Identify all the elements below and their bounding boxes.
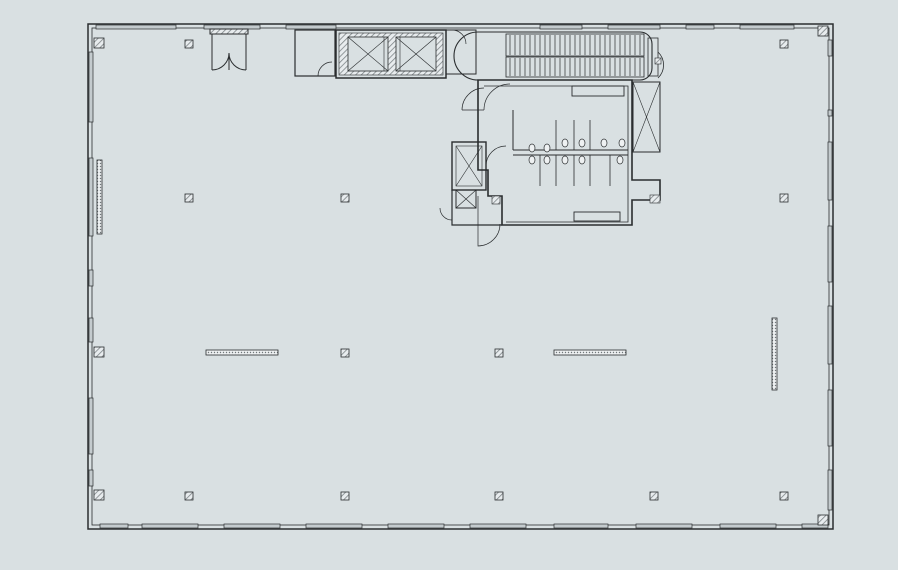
window-segment <box>685 24 715 30</box>
square-column-icon <box>340 193 350 203</box>
exterior-wall <box>87 23 834 530</box>
window-segment <box>88 469 94 487</box>
square-column-icon <box>184 193 194 203</box>
window-segment <box>827 141 833 201</box>
toilet-icon <box>543 143 551 153</box>
toilet-icon <box>528 143 536 153</box>
window-segment <box>88 157 94 237</box>
toilet-fixtures <box>528 138 626 165</box>
square-column-icon <box>779 39 789 49</box>
window-segment <box>719 523 777 529</box>
toilet-icon <box>561 138 569 148</box>
washroom-core <box>461 79 661 226</box>
entrance-vestibule <box>209 28 249 71</box>
toilet-icon <box>618 138 626 148</box>
window-segment <box>553 523 609 529</box>
square-column-icon <box>340 348 350 358</box>
toilet-icon <box>616 155 624 165</box>
window-glazing <box>88 24 833 529</box>
square-column-icon <box>779 491 789 501</box>
service-shaft <box>439 141 507 247</box>
square-column-icon <box>184 491 194 501</box>
window-segment <box>801 523 829 529</box>
window-segment <box>827 39 833 57</box>
shear-walls <box>96 159 778 391</box>
corner-piers <box>93 25 829 526</box>
window-segment <box>635 523 693 529</box>
square-column-icon <box>340 491 350 501</box>
window-segment <box>827 389 833 447</box>
window-segment <box>88 269 94 287</box>
square-column-icon <box>649 491 659 501</box>
toilet-icon <box>543 155 551 165</box>
window-segment <box>607 24 661 30</box>
window-segment <box>203 24 261 30</box>
window-segment <box>739 24 795 30</box>
window-segment <box>285 24 337 30</box>
structural-columns <box>184 39 789 501</box>
window-segment <box>469 523 527 529</box>
window-segment <box>223 523 281 529</box>
toilet-icon <box>578 155 586 165</box>
square-column-icon <box>779 193 789 203</box>
toilet-icon <box>600 138 608 148</box>
toilet-icon <box>528 155 536 165</box>
window-segment <box>95 24 177 30</box>
window-segment <box>827 225 833 283</box>
window-segment <box>827 305 833 365</box>
square-column-icon <box>494 348 504 358</box>
window-segment <box>539 24 583 30</box>
window-segment <box>387 523 445 529</box>
square-column-icon <box>184 39 194 49</box>
window-segment <box>88 51 94 123</box>
elevator-core <box>294 29 477 79</box>
window-segment <box>88 397 94 455</box>
window-segment <box>305 523 363 529</box>
window-segment <box>99 523 129 529</box>
stair-escalator <box>453 31 664 81</box>
toilet-icon <box>578 138 586 148</box>
window-segment <box>827 109 833 117</box>
window-segment <box>141 523 199 529</box>
window-segment <box>827 469 833 511</box>
square-column-icon <box>494 491 504 501</box>
window-segment <box>88 317 94 343</box>
toilet-icon <box>561 155 569 165</box>
